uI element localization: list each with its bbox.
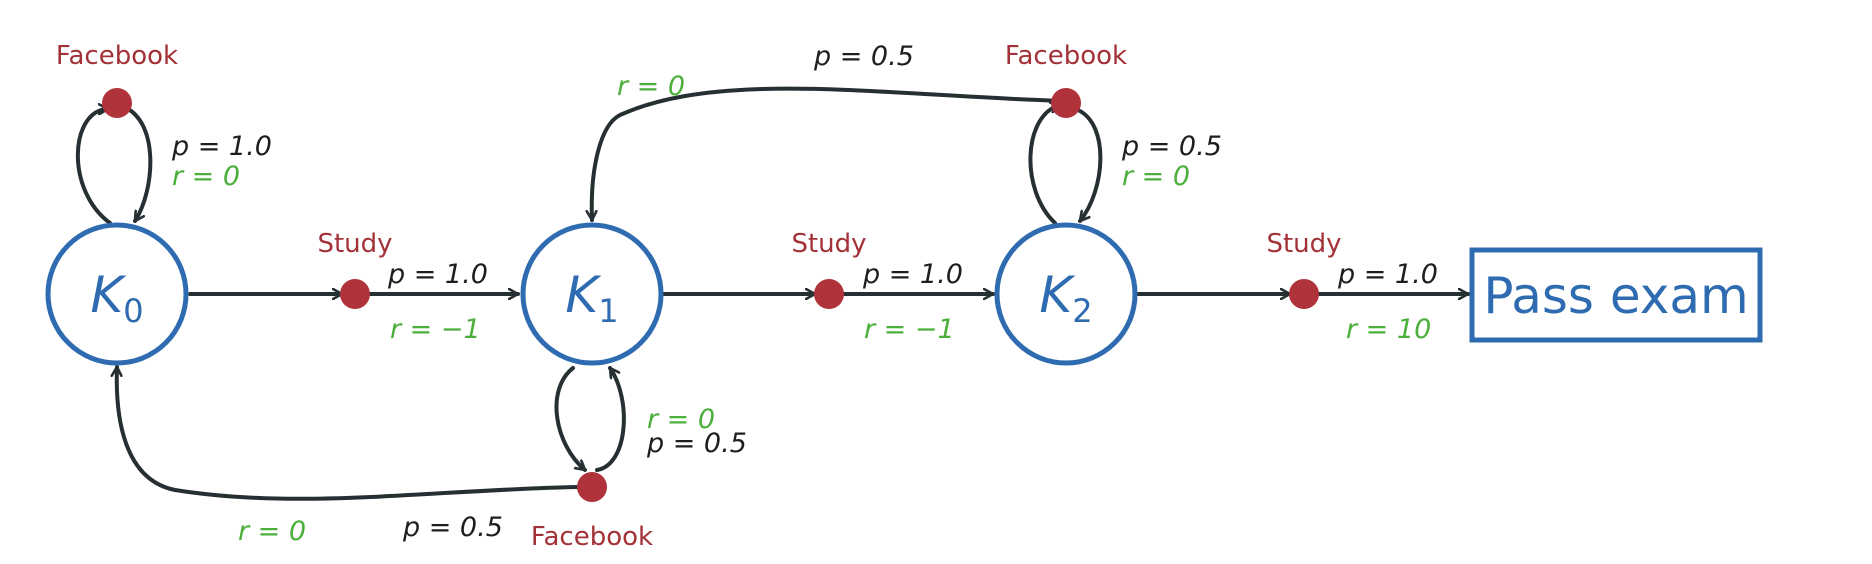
edge-k1-to-facebook — [554, 366, 587, 472]
state-k0-label: K — [90, 266, 127, 324]
reward-label-k2-facebook-self: r = 0 — [1122, 161, 1190, 192]
action-label-study-k0: Study — [317, 229, 392, 259]
action-label-study-k2: Study — [1266, 229, 1341, 259]
edge-facebook-to-k0 — [117, 365, 580, 501]
action-label-facebook-k2: Facebook — [1005, 41, 1127, 71]
terminal-label: Pass exam — [1483, 267, 1748, 325]
svg-text:K0: K0 — [90, 266, 143, 330]
reward-label-k2-facebook-back: r = 0 — [617, 71, 685, 102]
prob-label-k1-study: p = 1.0 — [862, 259, 963, 290]
prob-label-k1-facebook-back: p = 0.5 — [402, 512, 503, 543]
reward-label-k1-facebook-back: r = 0 — [238, 516, 306, 547]
reward-label-k0-facebook: r = 0 — [172, 161, 240, 192]
prob-label-k0-study: p = 1.0 — [387, 259, 488, 290]
reward-label-k0-study: r = −1 — [390, 314, 481, 345]
action-dot-study-k1 — [814, 279, 844, 309]
state-k0-subscript: 0 — [123, 292, 143, 330]
action-dot-study-k0 — [340, 279, 370, 309]
edge-facebook-to-k2 — [1076, 108, 1103, 223]
edge-facebook-to-k1 — [595, 366, 626, 472]
action-dot-facebook-k1 — [577, 472, 607, 502]
action-label-study-k1: Study — [791, 229, 866, 259]
svg-text:K1: K1 — [565, 266, 618, 330]
prob-label-k2-facebook-self: p = 0.5 — [1121, 131, 1222, 162]
state-k1-subscript: 1 — [598, 292, 618, 330]
state-k0: K0 — [45, 222, 189, 366]
state-k1: K1 — [520, 222, 664, 366]
edge-k2-to-facebook — [1028, 105, 1062, 225]
action-label-facebook-k1: Facebook — [531, 522, 653, 552]
prob-label-k2-study: p = 1.0 — [1337, 259, 1438, 290]
reward-label-k1-facebook-self: r = 0 — [647, 404, 715, 435]
prob-label-k0-facebook: p = 1.0 — [171, 131, 272, 162]
action-dot-facebook-k0 — [102, 88, 132, 118]
action-label-facebook-k0: Facebook — [56, 41, 178, 71]
prob-label-k1-facebook-self: p = 0.5 — [646, 428, 747, 459]
edge-facebook-to-k0 — [120, 104, 153, 223]
svg-text:K2: K2 — [1039, 266, 1092, 330]
edge-facebook-to-k1 — [592, 86, 1065, 222]
state-k2: K2 — [994, 222, 1138, 366]
state-k2-subscript: 2 — [1072, 292, 1092, 330]
state-k2-label: K — [1039, 266, 1076, 324]
prob-label-k2-facebook-back: p = 0.5 — [813, 41, 914, 72]
reward-label-k2-study: r = 10 — [1346, 314, 1431, 345]
reward-label-k1-study: r = −1 — [864, 314, 955, 345]
edge-k0-to-facebook — [75, 109, 112, 225]
action-dot-facebook-k2 — [1051, 88, 1081, 118]
action-dot-study-k2 — [1289, 279, 1319, 309]
state-k1-label: K — [565, 266, 602, 324]
terminal-pass-exam: Pass exam — [1469, 247, 1763, 343]
